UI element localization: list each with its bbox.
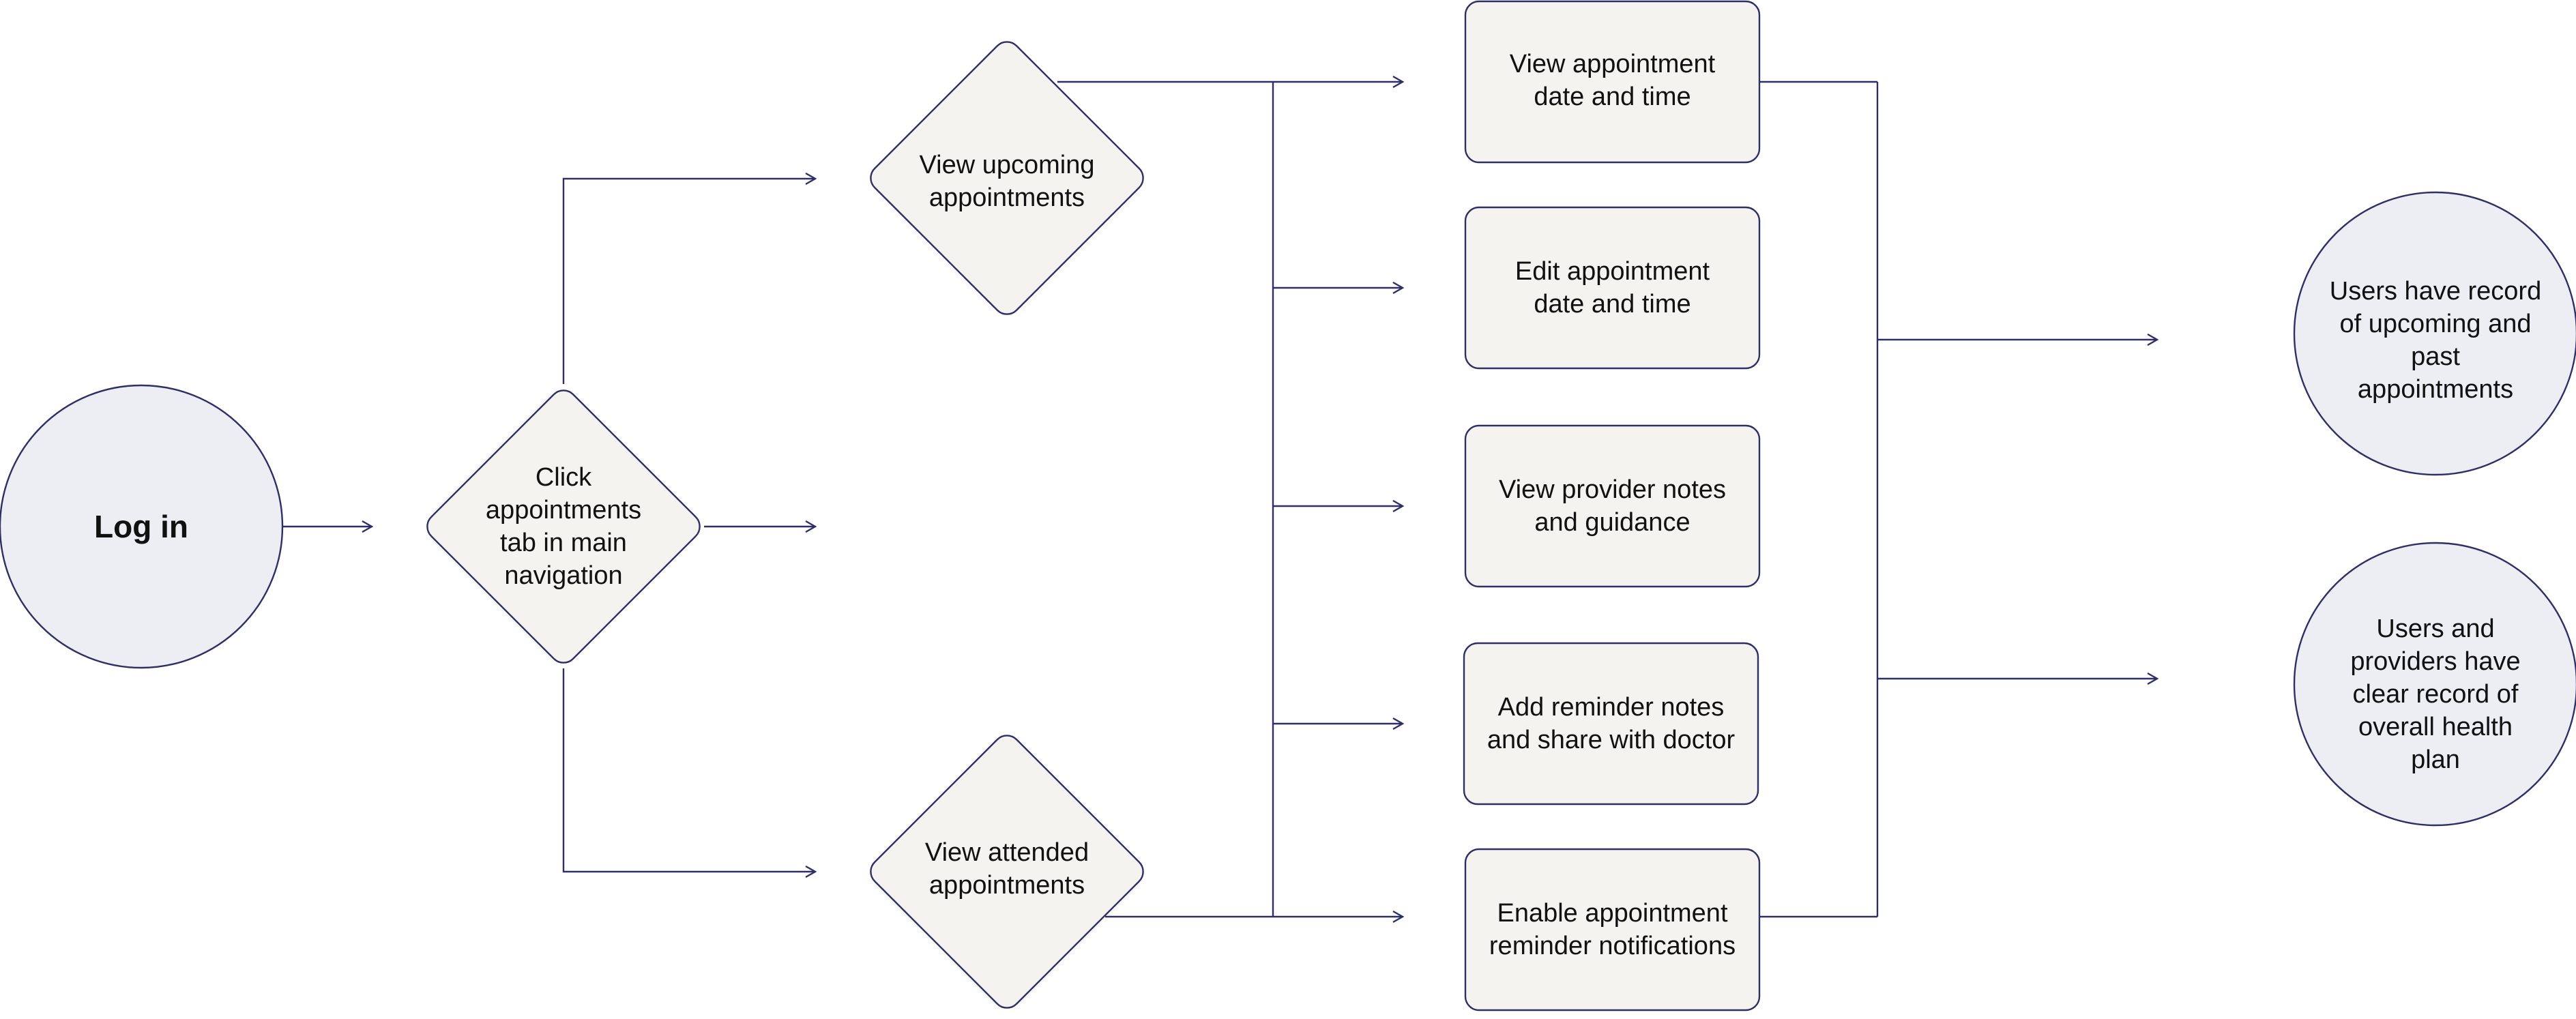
arrowhead-icon	[2147, 672, 2159, 685]
outcome-record-label: Users have record of upcoming and past a…	[2329, 277, 2542, 404]
box-reminder-notes	[1463, 642, 1759, 806]
login-label: Log in	[94, 509, 188, 544]
edit-datetime-label: Edit appointment date and time	[1514, 257, 1710, 319]
view-upcoming-label: View upcoming appointments	[919, 151, 1095, 212]
arrowhead-icon	[1392, 717, 1405, 730]
box-view-datetime	[1464, 0, 1761, 164]
box-edit-datetime	[1464, 206, 1761, 370]
arrowhead-icon	[1392, 499, 1405, 513]
view-datetime-label: View appointment date and time	[1509, 50, 1716, 111]
click-tab-label: Click appointments tab in main navigatio…	[485, 463, 642, 590]
decision-diamond-view-upcoming	[870, 41, 1144, 315]
arrowhead-icon	[805, 172, 817, 186]
reminder-notes-label: Add reminder notes and share with doctor	[1487, 693, 1736, 754]
arrowhead-icon	[805, 865, 817, 878]
decision-diamond-click-tab	[426, 389, 701, 664]
box-provider-notes	[1464, 424, 1761, 588]
arrowhead-icon	[2147, 333, 2159, 346]
arrowhead-icon	[805, 520, 817, 533]
arrowhead-icon	[1392, 75, 1405, 89]
outcome-circle-record	[2293, 191, 2576, 476]
arrowhead-icon	[1392, 910, 1405, 924]
start-circle-login	[0, 384, 284, 669]
arrowhead-icon	[362, 520, 374, 533]
outcome-circle-health	[2293, 542, 2576, 827]
provider-notes-label: View provider notes and guidance	[1498, 475, 1727, 537]
connectors	[283, 75, 2159, 924]
box-enable-reminders	[1464, 848, 1761, 1011]
arrowhead-icon	[1392, 281, 1405, 295]
decision-diamond-view-attended	[870, 735, 1144, 1009]
enable-reminders-label: Enable appointment reminder notification…	[1489, 899, 1736, 960]
view-attended-label: View attended appointments	[924, 838, 1089, 900]
connector-click-tab-to-view-attended	[562, 668, 815, 873]
connector-click-tab-to-view-upcoming	[562, 177, 815, 384]
outcome-health-label: Users and providers have clear record of…	[2350, 615, 2521, 774]
